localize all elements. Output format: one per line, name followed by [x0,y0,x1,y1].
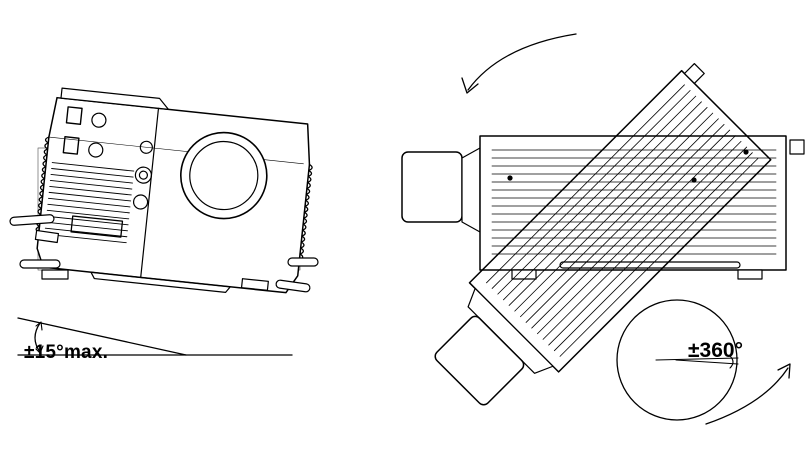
rotation-arrow-top [461,33,577,94]
right-rail [287,257,319,267]
slope-line [17,317,187,356]
rotation-label: ±360° [688,339,743,362]
foot [41,269,69,280]
lens-outer [180,131,268,220]
right-lower-rail [275,279,311,293]
arc-arrowhead [35,321,43,331]
projector-front-view-tilted [9,87,319,294]
left-lower-rail [19,259,61,269]
tilt-limit-label: ±15°max. [24,342,109,363]
foot [34,229,60,244]
foot [737,269,763,280]
tilted-body [35,87,313,294]
rotation-arrow-bottom [705,363,791,425]
rotation-circle [616,299,738,421]
foot [240,278,269,291]
projector-side-view-rotated [434,63,772,406]
projector-side-view [401,135,805,280]
rotation-circle-indicator [616,299,739,421]
side-lens-barrel [401,151,463,223]
left-rail [9,214,55,226]
right-fins [298,163,313,261]
tilt-angle-indicator [17,317,293,356]
angle-arc [34,322,41,353]
lens-inner [189,140,259,211]
